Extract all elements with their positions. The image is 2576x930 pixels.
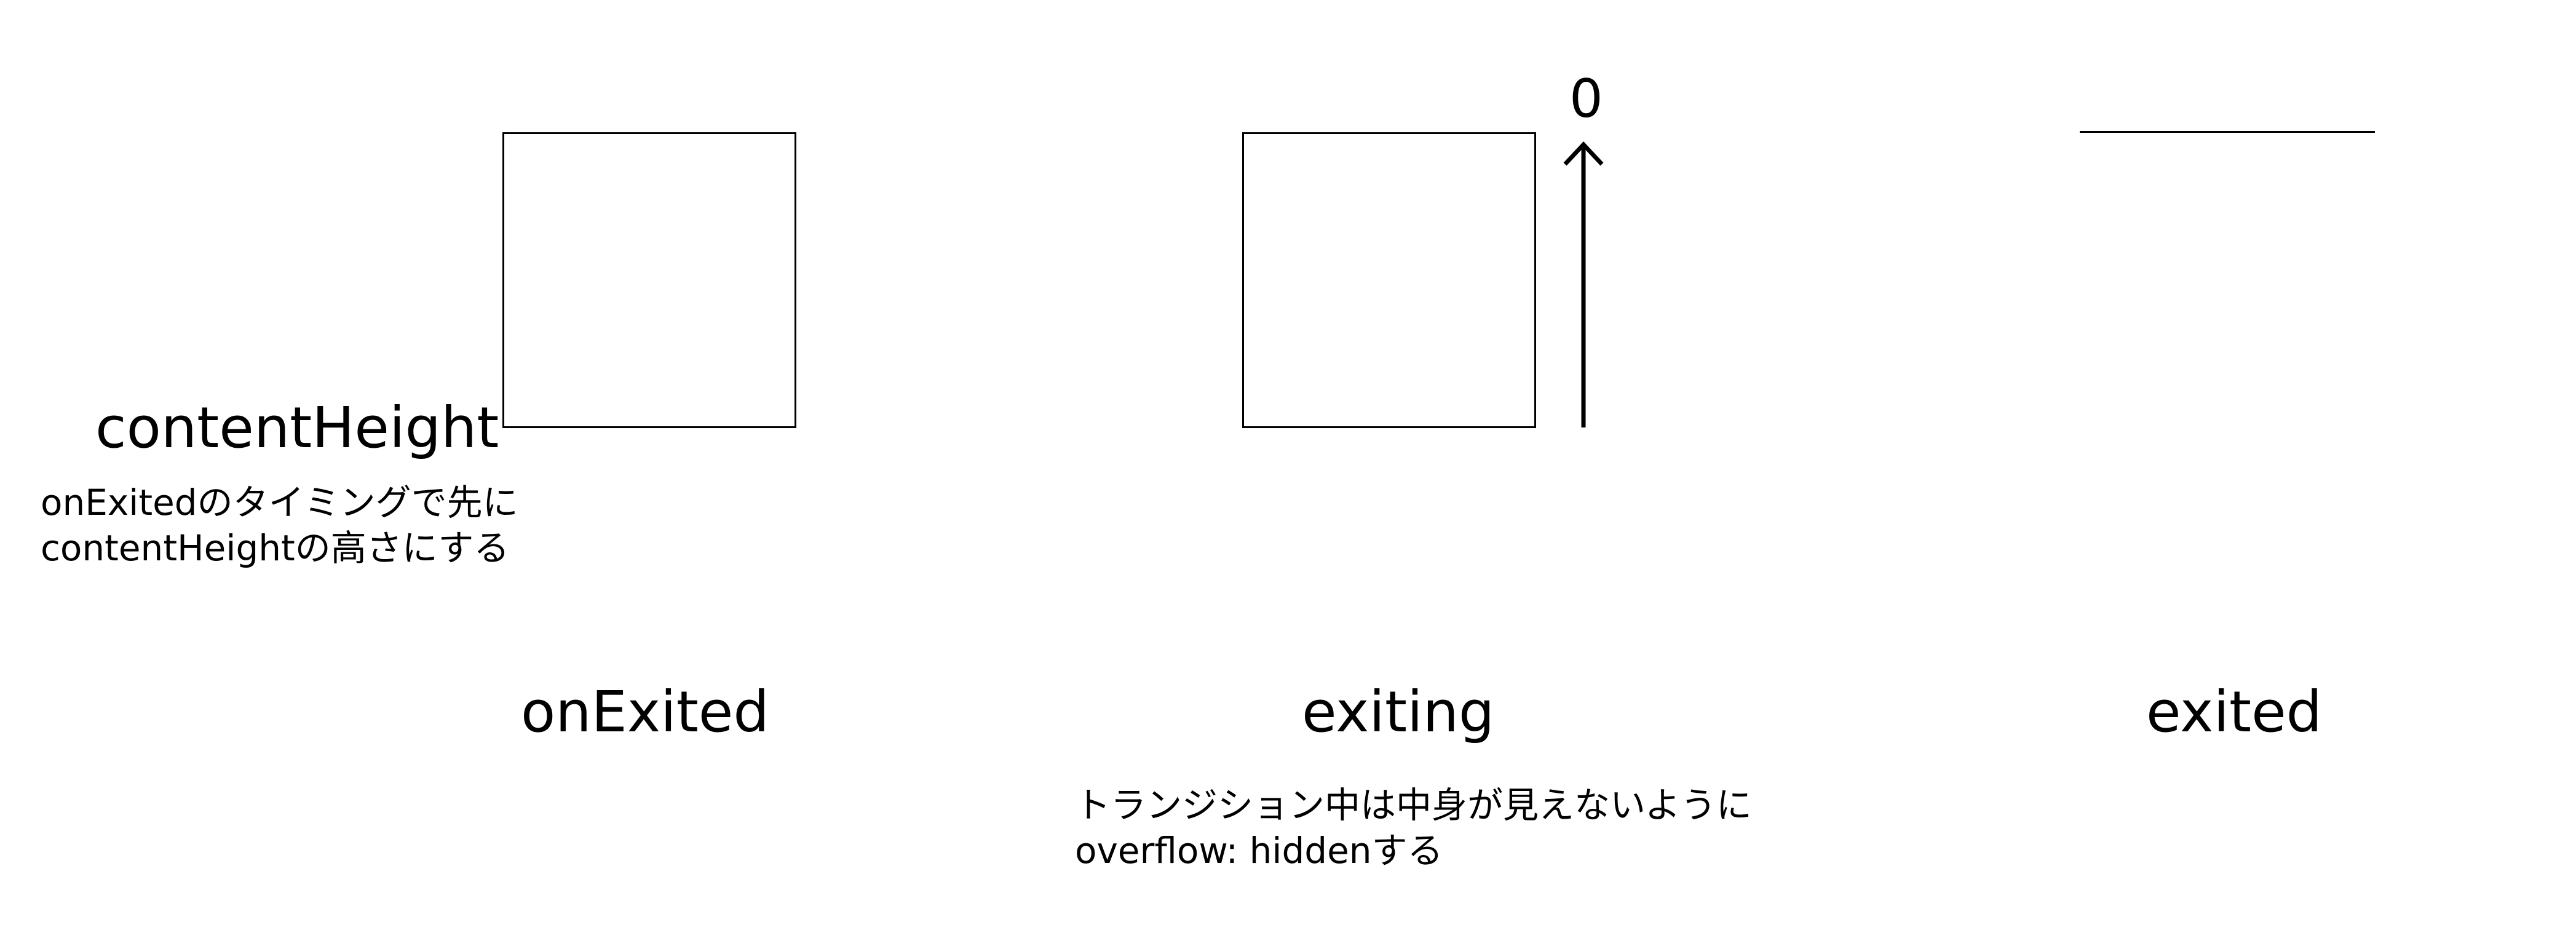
content-height-label: contentHeight	[95, 395, 499, 461]
state-label-exiting: exiting	[1302, 679, 1495, 745]
onexited-note: onExitedのタイミングで先に contentHeightの高さにする	[41, 480, 518, 571]
content-box-exiting	[1242, 132, 1536, 428]
shrink-arrow-icon	[1563, 141, 1604, 427]
zero-height-label: 0	[1569, 68, 1603, 130]
exiting-note-line2: overflow: hiddenする	[1075, 830, 1443, 872]
state-label-exited: exited	[2146, 679, 2323, 745]
exiting-note-line1: トランジション中は中身が見えないように	[1075, 784, 1752, 826]
onexited-note-line2: contentHeightの高さにする	[41, 527, 510, 569]
onexited-note-line1: onExitedのタイミングで先に	[41, 482, 518, 523]
state-label-onexited: onExited	[521, 679, 769, 745]
collapsed-content-line	[2080, 131, 2375, 133]
exiting-note: トランジション中は中身が見えないように overflow: hiddenする	[1075, 782, 1752, 873]
content-box-onexited	[502, 132, 796, 428]
